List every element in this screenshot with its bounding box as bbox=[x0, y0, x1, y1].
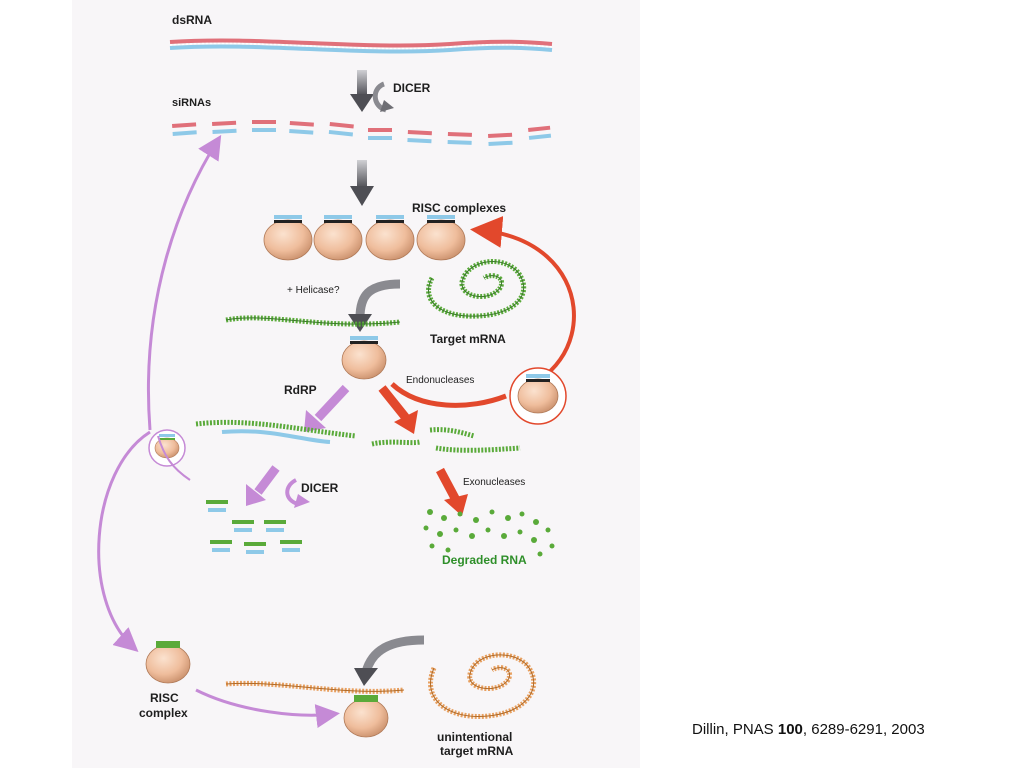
target-mrna-coil bbox=[426, 259, 527, 319]
off-target-binding-arrow bbox=[195, 688, 340, 729]
dsrna-duplex bbox=[169, 38, 553, 54]
unintentional-mrna-strand bbox=[225, 680, 405, 694]
degraded-rna-fragments bbox=[423, 509, 555, 557]
risc-complex bbox=[365, 215, 415, 261]
endonucleases-label: Endonucleases bbox=[406, 375, 474, 386]
risc-complex bbox=[263, 215, 313, 261]
risc-complex bbox=[416, 215, 466, 261]
risc-complex-label-1: RISC bbox=[150, 691, 179, 705]
dicer-mid-arrow bbox=[246, 465, 310, 508]
amplification-loop-arrows bbox=[97, 134, 222, 652]
unintentional-label-1: unintentional bbox=[437, 730, 512, 744]
rdrp-duplex bbox=[195, 419, 357, 444]
rdrp-arrow bbox=[304, 384, 350, 432]
exonucleases-label: Exonucleases bbox=[463, 477, 525, 488]
risc-complex-label-2: complex bbox=[139, 706, 188, 720]
off-target-loading-arrow bbox=[354, 635, 425, 686]
dsrna-label: dsRNA bbox=[172, 13, 212, 27]
citation: Dillin, PNAS 100, 6289-6291, 2003 bbox=[692, 721, 925, 738]
degraded-rna-label: Degraded RNA bbox=[442, 553, 527, 567]
helicase-label: + Helicase? bbox=[287, 285, 340, 296]
unintentional-label-2: target mRNA bbox=[440, 744, 514, 758]
citation-pages-year: , 6289-6291, 2003 bbox=[802, 721, 925, 738]
sirna-row bbox=[172, 120, 552, 146]
loading-arrow bbox=[350, 160, 374, 206]
secondary-sirnas bbox=[206, 500, 302, 554]
dicer-top-label: DICER bbox=[393, 81, 431, 95]
active-risc-complex bbox=[341, 336, 387, 380]
rdrp-label: RdRP bbox=[284, 383, 317, 397]
risc-complexes-row bbox=[263, 215, 466, 261]
exonuclease-arrow bbox=[436, 467, 468, 516]
dicer-process-arrow-top bbox=[350, 70, 394, 113]
mrna-bound-strand bbox=[225, 315, 401, 327]
off-target-bound-risc bbox=[343, 695, 389, 738]
off-target-risc-complex bbox=[145, 641, 191, 684]
target-mrna-label: Target mRNA bbox=[430, 332, 506, 346]
amplification-risc-inset bbox=[148, 429, 186, 467]
risc-complex bbox=[313, 215, 363, 261]
dicer-mid-label: DICER bbox=[301, 481, 339, 495]
unintentional-target-coil bbox=[428, 652, 537, 720]
sirnas-label: siRNAs bbox=[172, 97, 211, 109]
recycled-risc-inset bbox=[509, 367, 567, 425]
citation-volume: 100 bbox=[777, 721, 803, 738]
cleavage-arrow bbox=[378, 385, 418, 434]
risc-complexes-label: RISC complexes bbox=[412, 201, 506, 215]
citation-author: Dillin, PNAS bbox=[692, 721, 778, 738]
endonuclease-arrow bbox=[390, 382, 507, 408]
cleaved-mrna-fragments bbox=[371, 427, 521, 453]
